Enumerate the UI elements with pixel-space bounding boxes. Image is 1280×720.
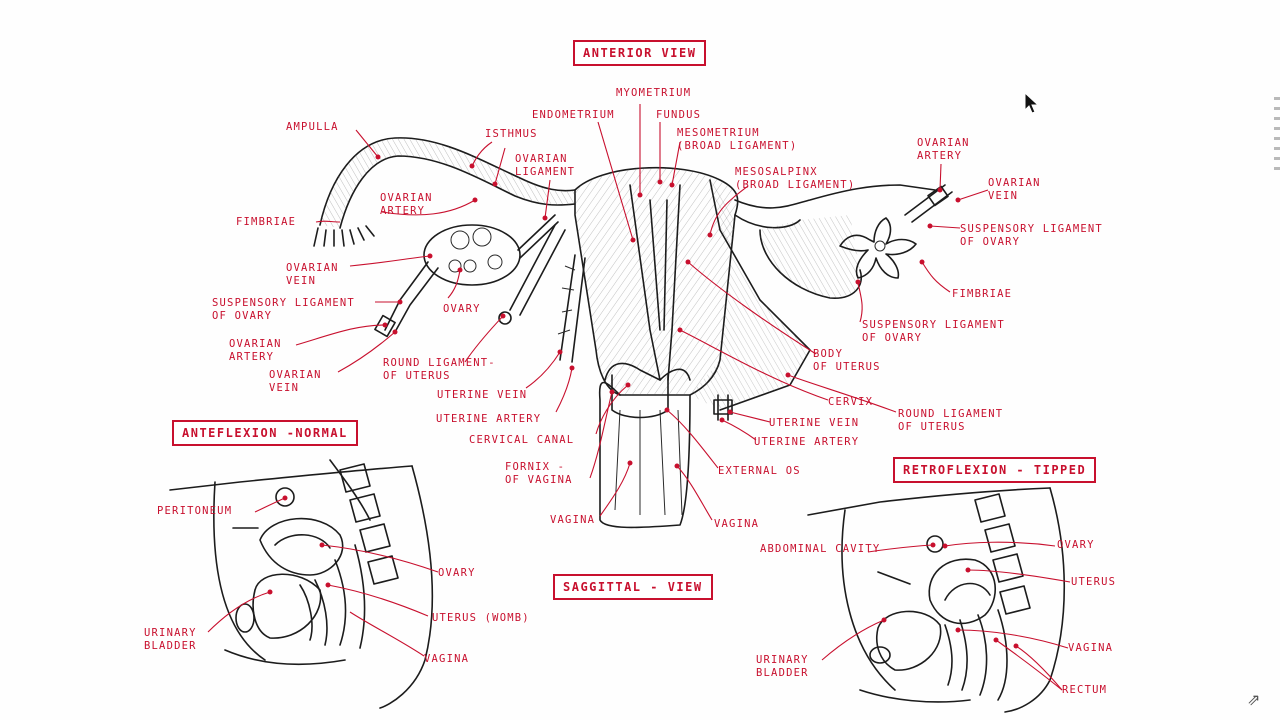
label-ovarian-vein-left-bottom: OVARIAN VEIN — [269, 369, 322, 394]
label-external-os: EXTERNAL OS — [718, 465, 801, 477]
label-vagina-left: VAGINA — [550, 514, 596, 526]
mouse-cursor-icon — [1024, 92, 1040, 114]
label-mesosalpinx: MESOSALPINX (BROAD LIGAMENT) — [735, 166, 856, 191]
label-cervical-canal: CERVICAL CANAL — [469, 434, 575, 446]
label-body-of-uterus: BODY OF UTERUS — [813, 348, 881, 373]
label-round-ligament-right: ROUND LIGAMENT OF UTERUS — [898, 408, 1004, 433]
label-suspensory-ligament-right-top: SUSPENSORY LIGAMENT OF OVARY — [960, 223, 1103, 248]
label-fornix: FORNIX - OF VAGINA — [505, 461, 573, 486]
label-ovarian-vein-left: OVARIAN VEIN — [286, 262, 339, 287]
label-urinary-bladder-anteflexion: URINARY BLADDER — [144, 627, 197, 652]
label-uterine-artery-left: UTERINE ARTERY — [436, 413, 542, 425]
label-endometrium: ENDOMETRIUM — [532, 109, 615, 121]
label-suspensory-ligament-left: SUSPENSORY LIGAMENT OF OVARY — [212, 297, 355, 322]
collapse-icon[interactable]: ⇗ — [1247, 690, 1261, 709]
scroll-indicator[interactable] — [1274, 90, 1280, 420]
label-suspensory-ligament-right-mid: SUSPENSORY LIGAMENT OF OVARY — [862, 319, 1005, 344]
label-mesometrium: MESOMETRIUM (BROAD LIGAMENT) — [677, 127, 798, 152]
label-fimbriae-right: FIMBRIAE — [952, 288, 1013, 300]
label-ovarian-ligament: OVARIAN LIGAMENT — [515, 153, 576, 178]
label-fimbriae-left: FIMBRIAE — [236, 216, 297, 228]
label-uterus-womb: UTERUS (WOMB) — [432, 612, 530, 624]
label-abdominal-cavity: ABDOMINAL CAVITY — [760, 543, 881, 555]
label-vagina-anteflexion: VAGINA — [424, 653, 470, 665]
label-ovarian-artery-left-top: OVARIAN ARTERY — [380, 192, 433, 217]
label-ovarian-artery-right: OVARIAN ARTERY — [917, 137, 970, 162]
label-myometrium: MYOMETRIUM — [616, 87, 692, 99]
label-vagina-retroflexion: VAGINA — [1068, 642, 1114, 654]
retroflexion-leader-lines — [821, 541, 1071, 691]
title-sagittal-view: SAGGITTAL - VIEW — [553, 574, 713, 600]
anteflexion-leader-lines — [207, 495, 439, 657]
label-ampulla: AMPULLA — [286, 121, 339, 133]
label-uterine-vein-right: UTERINE VEIN — [769, 417, 860, 429]
retroflexion-drawing — [807, 487, 1066, 713]
title-anteflexion: ANTEFLEXION -NORMAL — [172, 420, 358, 446]
label-uterine-artery-right: UTERINE ARTERY — [754, 436, 860, 448]
label-ovary-retroflexion: OVARY — [1057, 539, 1095, 551]
label-urinary-bladder-retroflexion: URINARY BLADDER — [756, 654, 809, 679]
anterior-view-drawing — [313, 137, 953, 529]
label-ovarian-artery-left-bottom: OVARIAN ARTERY — [229, 338, 282, 363]
title-retroflexion: RETROFLEXION - TIPPED — [893, 457, 1097, 483]
label-vagina-right: VAGINA — [714, 518, 760, 530]
label-ovary-anteflexion: OVARY — [438, 567, 476, 579]
label-isthmus: ISTHMUS — [485, 128, 538, 140]
label-rectum: RECTUM — [1062, 684, 1108, 696]
anteflexion-drawing — [169, 459, 434, 709]
label-peritoneum: PERITONEUM — [157, 505, 233, 517]
label-cervix: CERVIX — [828, 396, 874, 408]
label-ovary-anterior: OVARY — [443, 303, 481, 315]
anterior-leader-lines — [295, 104, 989, 521]
label-uterine-vein-left: UTERINE VEIN — [437, 389, 528, 401]
label-fundus: FUNDUS — [656, 109, 702, 121]
label-ovarian-vein-right: OVARIAN VEIN — [988, 177, 1041, 202]
label-uterus-retroflexion: UTERUS — [1071, 576, 1117, 588]
label-round-ligament-left: ROUND LIGAMENT- OF UTERUS — [383, 357, 496, 382]
title-anterior-view: ANTERIOR VIEW — [573, 40, 707, 66]
